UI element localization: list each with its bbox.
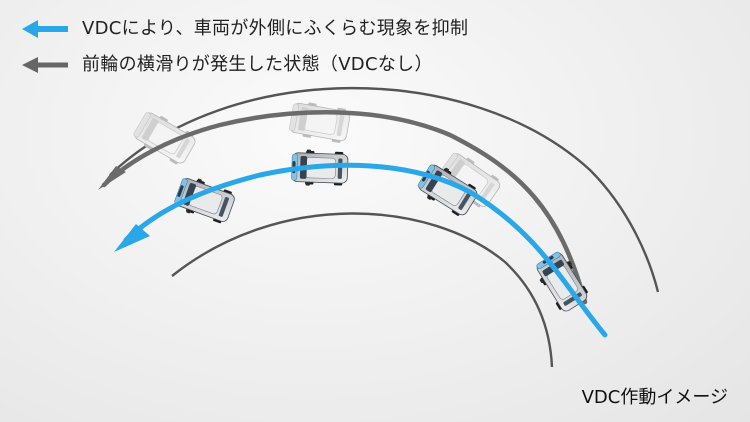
- legend-label-vdc: VDCにより、車両が外側にふくらむ現象を抑制: [82, 18, 469, 39]
- legend: VDCにより、車両が外側にふくらむ現象を抑制 前輪の横滑りが発生した状態（VDC…: [22, 16, 542, 88]
- no-vdc-path: [101, 110, 588, 305]
- ghost-car-2: [287, 99, 352, 145]
- road-inner-edge: [171, 212, 554, 368]
- legend-label-no-vdc: 前輪の横滑りが発生した状態（VDCなし）: [82, 54, 433, 75]
- arrow-left-icon: [22, 55, 70, 75]
- legend-item-no-vdc: 前輪の横滑りが発生した状態（VDCなし）: [22, 52, 542, 78]
- arrow-left-icon: [22, 19, 70, 39]
- road-outer-edge: [109, 86, 660, 293]
- vdc-arrowhead: [114, 224, 150, 252]
- diagram-caption: VDC作動イメージ: [581, 387, 728, 408]
- vdc-path: [123, 162, 608, 338]
- no-vdc-arrowhead: [98, 166, 126, 190]
- legend-item-vdc: VDCにより、車両が外側にふくらむ現象を抑制: [22, 16, 542, 42]
